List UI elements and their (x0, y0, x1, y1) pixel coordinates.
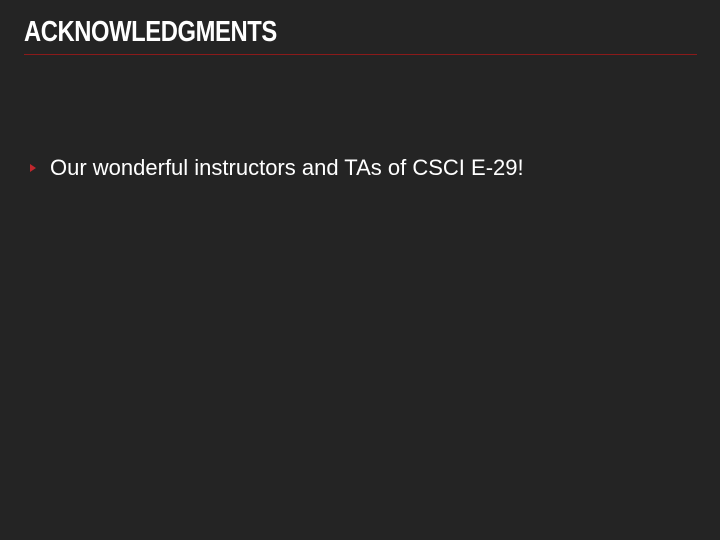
bullet-item: Our wonderful instructors and TAs of CSC… (30, 153, 524, 183)
bullet-list: Our wonderful instructors and TAs of CSC… (30, 153, 524, 183)
slide-title: ACKNOWLEDGMENTS (24, 16, 277, 48)
title-underline (24, 54, 697, 55)
triangle-bullet-icon (30, 164, 36, 172)
bullet-text: Our wonderful instructors and TAs of CSC… (50, 155, 524, 180)
